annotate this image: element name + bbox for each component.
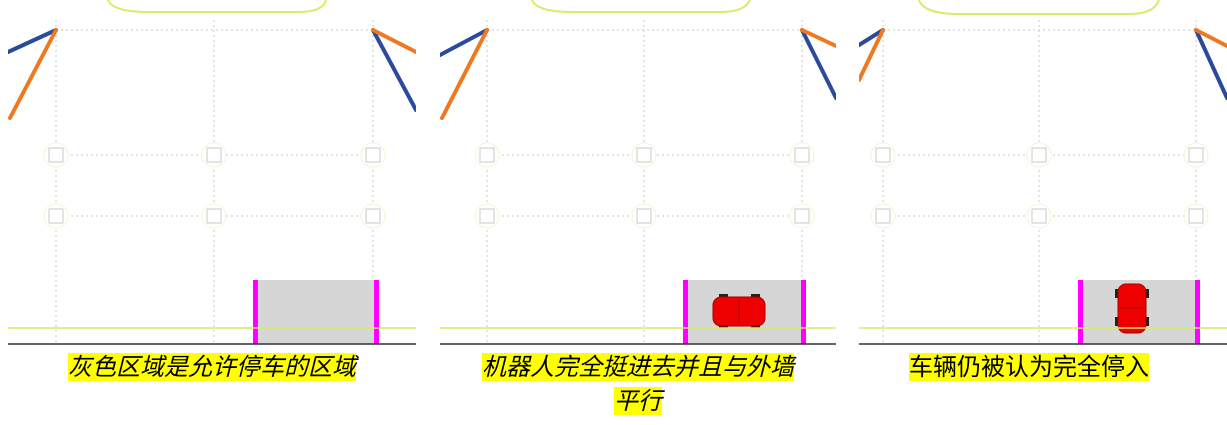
parking-zone-left-edge xyxy=(253,280,258,344)
grid-node xyxy=(631,142,657,168)
corner-strokes-right xyxy=(1194,28,1227,100)
corner-strokes-left xyxy=(859,28,885,82)
grid-node xyxy=(870,203,896,229)
panel-3-caption-text: 车辆仍被认为完全停入 xyxy=(909,353,1149,381)
grid-node xyxy=(360,203,386,229)
panel-1 xyxy=(8,0,416,345)
grid-node xyxy=(1026,142,1052,168)
panel-1-caption-text: 灰色区域是允许停车的区域 xyxy=(68,353,356,381)
parking-zone-left-edge xyxy=(683,280,688,344)
grid-node xyxy=(789,142,815,168)
grid-node xyxy=(474,203,500,229)
grid-node xyxy=(870,142,896,168)
corner-strokes-right xyxy=(800,28,836,100)
panel-2 xyxy=(440,0,836,345)
panel-2-caption-line2: 平行 xyxy=(614,387,662,415)
panel-3-caption: 车辆仍被认为完全停入 xyxy=(859,350,1199,384)
parking-zone-right-edge xyxy=(1195,280,1200,344)
panel-2-diagram xyxy=(440,0,836,345)
grid-node xyxy=(474,142,500,168)
grid-node xyxy=(1183,142,1209,168)
grid-node xyxy=(43,203,69,229)
parking-zone-left-edge xyxy=(1078,280,1083,344)
corner-strokes-left xyxy=(8,28,58,120)
grid-node xyxy=(1026,203,1052,229)
grid-node xyxy=(43,142,69,168)
panel-1-caption: 灰色区域是允许停车的区域 xyxy=(8,350,416,384)
corner-strokes-right xyxy=(371,28,416,112)
grid-node xyxy=(1183,203,1209,229)
panel-1-diagram xyxy=(8,0,416,345)
grid-node xyxy=(631,203,657,229)
grid-node xyxy=(360,142,386,168)
panel-3 xyxy=(859,0,1227,345)
panel-2-caption: 机器人完全挺进去并且与外墙 平行 xyxy=(440,350,836,418)
panel-2-caption-line1: 机器人完全挺进去并且与外墙 xyxy=(482,353,794,381)
parking-zone xyxy=(255,280,377,344)
robot-car xyxy=(1115,283,1149,334)
grid-node xyxy=(201,203,227,229)
grid-node xyxy=(201,142,227,168)
parking-zone-right-edge xyxy=(374,280,379,344)
robot-car xyxy=(712,294,766,328)
grid-node xyxy=(789,203,815,229)
corner-strokes-left xyxy=(440,28,489,120)
panel-3-diagram xyxy=(859,0,1227,345)
parking-zone-right-edge xyxy=(801,280,806,344)
